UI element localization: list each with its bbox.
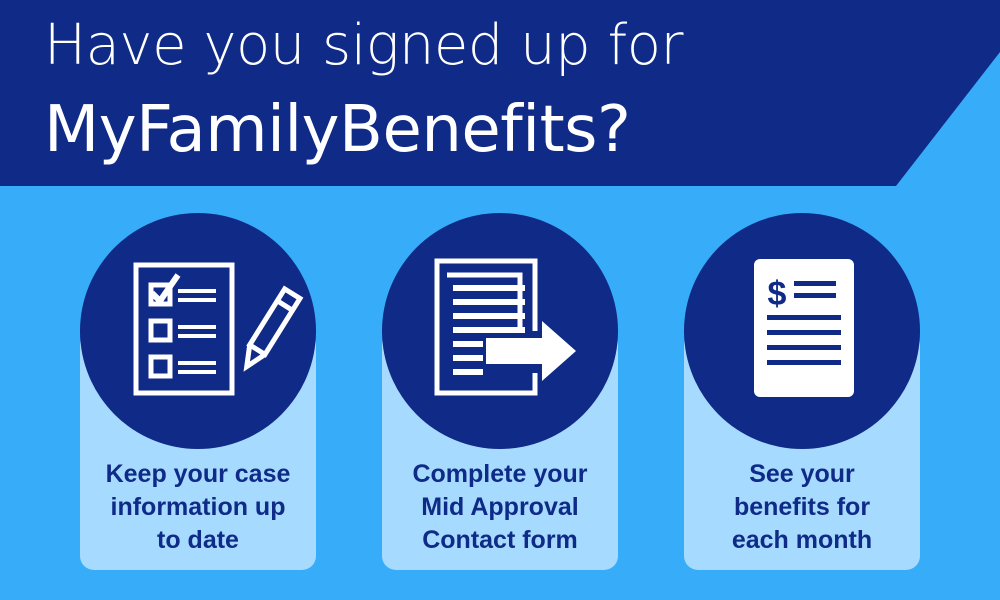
statement-icon-circle: $ (684, 213, 920, 449)
caption-line: See your (749, 460, 855, 488)
caption-line: Keep your case (105, 460, 291, 488)
checklist-icon-circle (80, 213, 316, 449)
headline-line-2: MyFamilyBenefits? (44, 93, 631, 167)
benefits-statement-icon: $ (754, 259, 854, 397)
header-banner: Have you signed up for MyFamilyBenefits? (0, 0, 1000, 186)
headline-line-1: Have you signed up for (44, 13, 684, 78)
card-caption: See your benefits for each month (684, 458, 920, 557)
caption-line: information up (110, 493, 286, 521)
card-caption: Complete your Mid Approval Contact form (382, 458, 618, 557)
checklist-pencil-icon (133, 262, 304, 396)
form-arrow-icon (434, 258, 576, 396)
caption-line: each month (731, 526, 873, 554)
headline: Have you signed up for MyFamilyBenefits? (44, 13, 684, 167)
form-icon-circle (382, 213, 618, 449)
caption-line: to date (157, 526, 239, 554)
caption-line: benefits for (733, 493, 871, 521)
caption-line: Mid Approval (421, 493, 579, 521)
banner-shape (0, 0, 1000, 186)
card-caption: Keep your case information up to date (80, 458, 316, 557)
benefit-card-case-info: Keep your case information up to date (80, 330, 316, 570)
caption-line: Complete your (412, 460, 588, 488)
caption-line: Contact form (422, 526, 578, 554)
dollar-sign: $ (768, 275, 787, 313)
